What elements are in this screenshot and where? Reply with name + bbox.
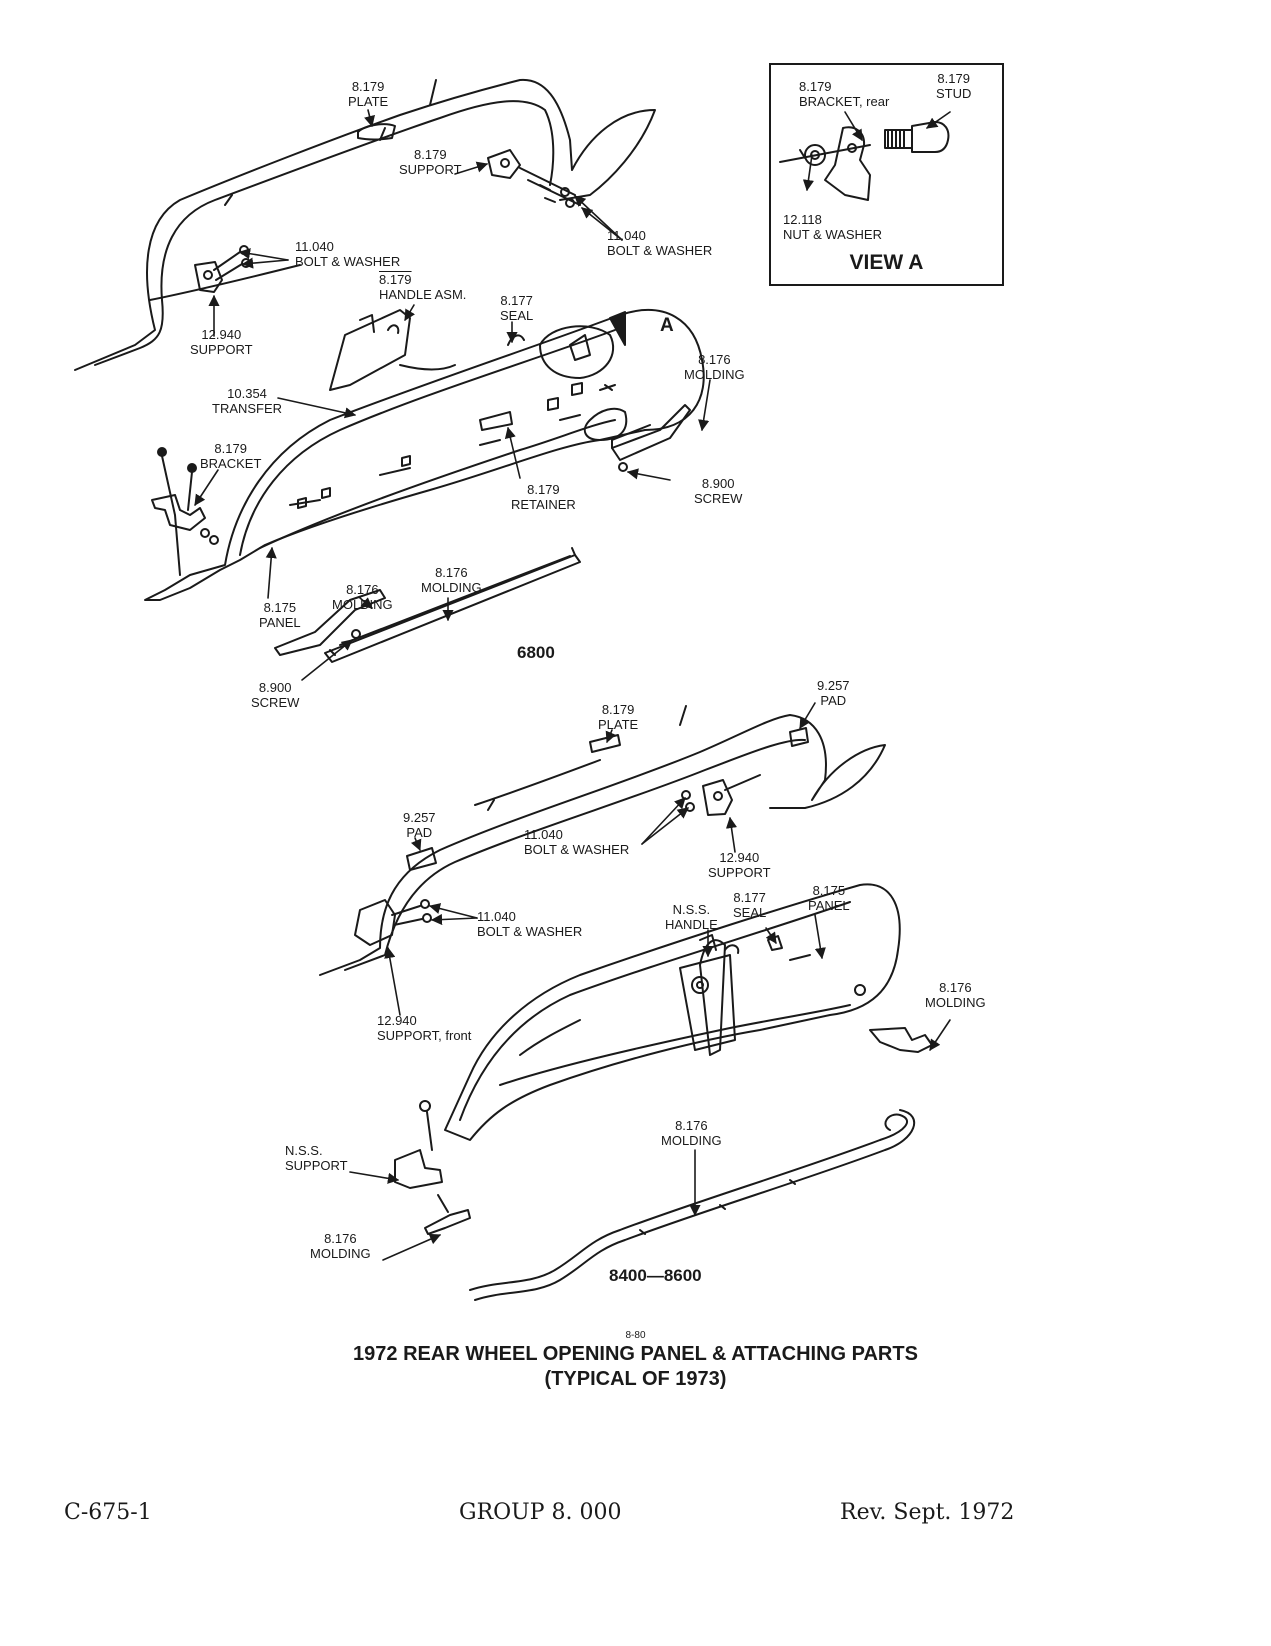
caption-title: 1972 REAR WHEEL OPENING PANEL & ATTACHIN… bbox=[353, 1343, 918, 1365]
lower-seal bbox=[767, 935, 783, 951]
lower-support-mid bbox=[681, 774, 761, 816]
lower-plate bbox=[589, 734, 621, 753]
lower-wheel-opening-panel bbox=[444, 883, 901, 1141]
lower-support-front bbox=[354, 899, 432, 946]
label-b-nss-support: N.S.S.SUPPORT bbox=[285, 1143, 348, 1173]
upper-retainers bbox=[297, 382, 616, 509]
lower-molding-long bbox=[469, 1109, 916, 1301]
upper-wheel-opening-support bbox=[74, 78, 656, 371]
view-a-title: VIEW A bbox=[849, 251, 924, 274]
footer-doc-number: C-675-1 bbox=[64, 1500, 152, 1525]
lower-pad-left bbox=[406, 847, 437, 871]
view-a-marker: A bbox=[660, 315, 674, 336]
view-a-detail-drawing bbox=[779, 121, 950, 201]
upper-support bbox=[487, 149, 581, 206]
footer-revision: Rev. Sept. 1972 bbox=[840, 1500, 1015, 1525]
figure-number: 8-80 bbox=[625, 1330, 646, 1341]
footer-group: GROUP 8. 000 bbox=[459, 1500, 622, 1525]
caption-subtitle: (TYPICAL OF 1973) bbox=[544, 1368, 727, 1390]
upper-plate bbox=[357, 123, 396, 141]
lower-molding-front bbox=[424, 1194, 471, 1235]
label-b-nss-handle: N.S.S.HANDLE bbox=[665, 902, 718, 932]
upper-bolt-washers-right bbox=[539, 184, 575, 208]
upper-molding-right bbox=[611, 404, 691, 472]
upper-bracket bbox=[151, 447, 219, 576]
lower-nss-handle bbox=[699, 934, 740, 954]
lower-pad-right bbox=[789, 727, 809, 747]
lower-molding-right bbox=[869, 1027, 933, 1053]
model-6800: 6800 bbox=[517, 643, 555, 662]
upper-handle-assembly bbox=[329, 309, 456, 391]
lower-nss-support bbox=[394, 1100, 443, 1189]
leader-lines bbox=[194, 109, 951, 1261]
model-8400-8600: 8400—8600 bbox=[609, 1266, 702, 1285]
